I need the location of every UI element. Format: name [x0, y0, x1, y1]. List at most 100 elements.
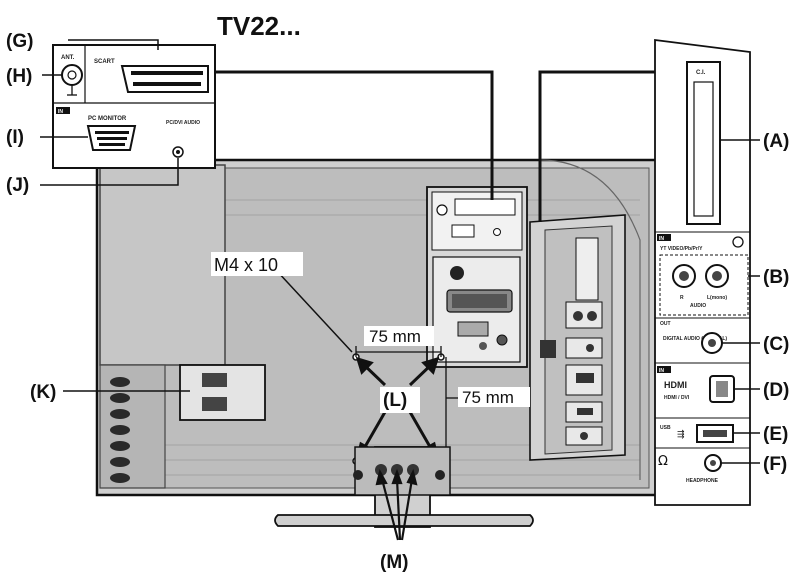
m-arrows [375, 468, 418, 541]
in-hdmi-badge-label: IN [659, 368, 664, 374]
audio-label: AUDIO [690, 303, 706, 309]
side-usb-port [577, 408, 593, 415]
rear-curve [539, 159, 641, 480]
side-av-r [573, 311, 583, 321]
callout-c: (C) [763, 334, 789, 355]
out-label: OUT [660, 321, 671, 327]
usb-port-inner [703, 430, 727, 437]
pointer-j [40, 158, 179, 186]
measure-v-label: 75 mm [462, 388, 514, 407]
antenna-jack-inner [67, 70, 77, 80]
callout-pointers [40, 39, 760, 464]
audio-l-jack-inner [712, 271, 722, 281]
pc-audio-jack-inner [176, 150, 180, 154]
hdmi-logo-text: HDMI [664, 380, 687, 390]
rear-small-jack [479, 342, 487, 350]
model-title: TV22... [217, 11, 301, 41]
side-hdmi-port [576, 373, 594, 383]
audio-in-dashed-box [659, 254, 749, 316]
scart-pins [131, 71, 203, 86]
in-badge-bg [657, 234, 671, 241]
side-terminals-panel: C.I. IN YT VIDEO/Pb/Pr/Y R L(mono) AUDIO… [654, 38, 751, 506]
callout-j: (J) [6, 175, 29, 196]
usb-icon: ⇶ [677, 429, 685, 440]
ci-slot-inner [693, 81, 714, 217]
hdmi-port-inner [716, 381, 728, 397]
mini-antenna-jack [436, 204, 448, 216]
usb-label: USB [660, 425, 671, 431]
left-lower-housing [99, 364, 166, 489]
digital-audio-label: DIGITAL AUDIO (COAXIAL) [663, 336, 727, 342]
measure-h-bg [364, 326, 434, 346]
callout-e: (E) [763, 424, 788, 445]
audio-r-jack-inner [679, 271, 689, 281]
callout-k: (K) [30, 382, 56, 403]
vent-slots [110, 377, 130, 483]
callout-g: (G) [6, 31, 33, 52]
callout-l-bg [380, 387, 420, 413]
audio-r-label: R [680, 295, 684, 301]
rear-scart-pins [452, 294, 507, 308]
pc-monitor-label: PC MONITOR [88, 116, 127, 122]
rear-audio-jack [496, 334, 508, 346]
yt-video-jack[interactable] [732, 236, 744, 248]
leader-side-panel [538, 70, 655, 222]
headphone-label: HEADPHONE [686, 478, 719, 484]
in-badge-label: IN [659, 236, 664, 242]
side-av-l [587, 311, 597, 321]
ci-label: C.I. [696, 70, 706, 76]
leader-lines [215, 70, 655, 222]
side-latch [540, 340, 556, 358]
rear-connector-module [426, 186, 528, 368]
inset-frame [52, 44, 216, 169]
measure-h-label: 75 mm [369, 327, 421, 346]
callout-i: (I) [6, 127, 24, 148]
mini-pc-audio [493, 228, 501, 236]
screw-label: M4 x 10 [214, 255, 278, 275]
stand-side-screw-left [353, 470, 363, 480]
side-connector-column [529, 214, 626, 461]
pc-in-badge-label: IN [58, 109, 63, 115]
digital-audio-jack-inner [708, 339, 716, 347]
headphone-jack-inner [710, 460, 716, 466]
callout-a: (A) [763, 131, 789, 152]
cable-holder-slot-top [202, 373, 227, 387]
pointer-screw [275, 269, 353, 353]
rear-module-screw [450, 266, 464, 280]
audio-l-label: L(mono) [707, 295, 727, 301]
callout-b: (B) [763, 267, 789, 288]
callout-f: (F) [763, 454, 787, 475]
scart-connector[interactable] [120, 65, 209, 93]
mini-vga [451, 224, 475, 238]
rear-vga [457, 321, 489, 337]
side-digital-block [565, 337, 603, 359]
stand-base [274, 514, 534, 527]
leader-scart [215, 70, 494, 200]
screw-label-bg [211, 252, 303, 276]
side-ci-slot [575, 237, 599, 301]
callout-m: (M) [380, 552, 408, 573]
mini-scart [454, 198, 516, 216]
in-hdmi-badge-bg [657, 366, 671, 373]
tv-stand [274, 446, 534, 541]
pc-in-badge-bg [56, 107, 70, 114]
stand-side-screw-right [435, 470, 445, 480]
left-rear-housing [99, 164, 226, 366]
callout-h: (H) [6, 66, 32, 87]
cable-holder-slot-bottom [202, 397, 227, 411]
callout-l: (L) [383, 390, 407, 411]
measure-v-bg [458, 387, 530, 407]
headphone-icon: Ω [658, 454, 668, 469]
ant-label: ANT. [61, 55, 75, 61]
yt-video-label: YT VIDEO/Pb/Pr/Y [660, 246, 703, 252]
pointer-g [68, 39, 159, 50]
vga-pins [95, 131, 129, 146]
rear-terminals-inset: ANT. SCART IN PC MONITOR PC/DVI AUDIO [52, 44, 216, 169]
scart-label: SCART [94, 59, 115, 65]
hdmi-dvi-label: HDMI / DVI [664, 395, 690, 401]
stand-screw-1 [375, 464, 387, 476]
side-headphone-jack [580, 432, 588, 440]
pc-audio-label: PC/DVI AUDIO [166, 120, 200, 126]
